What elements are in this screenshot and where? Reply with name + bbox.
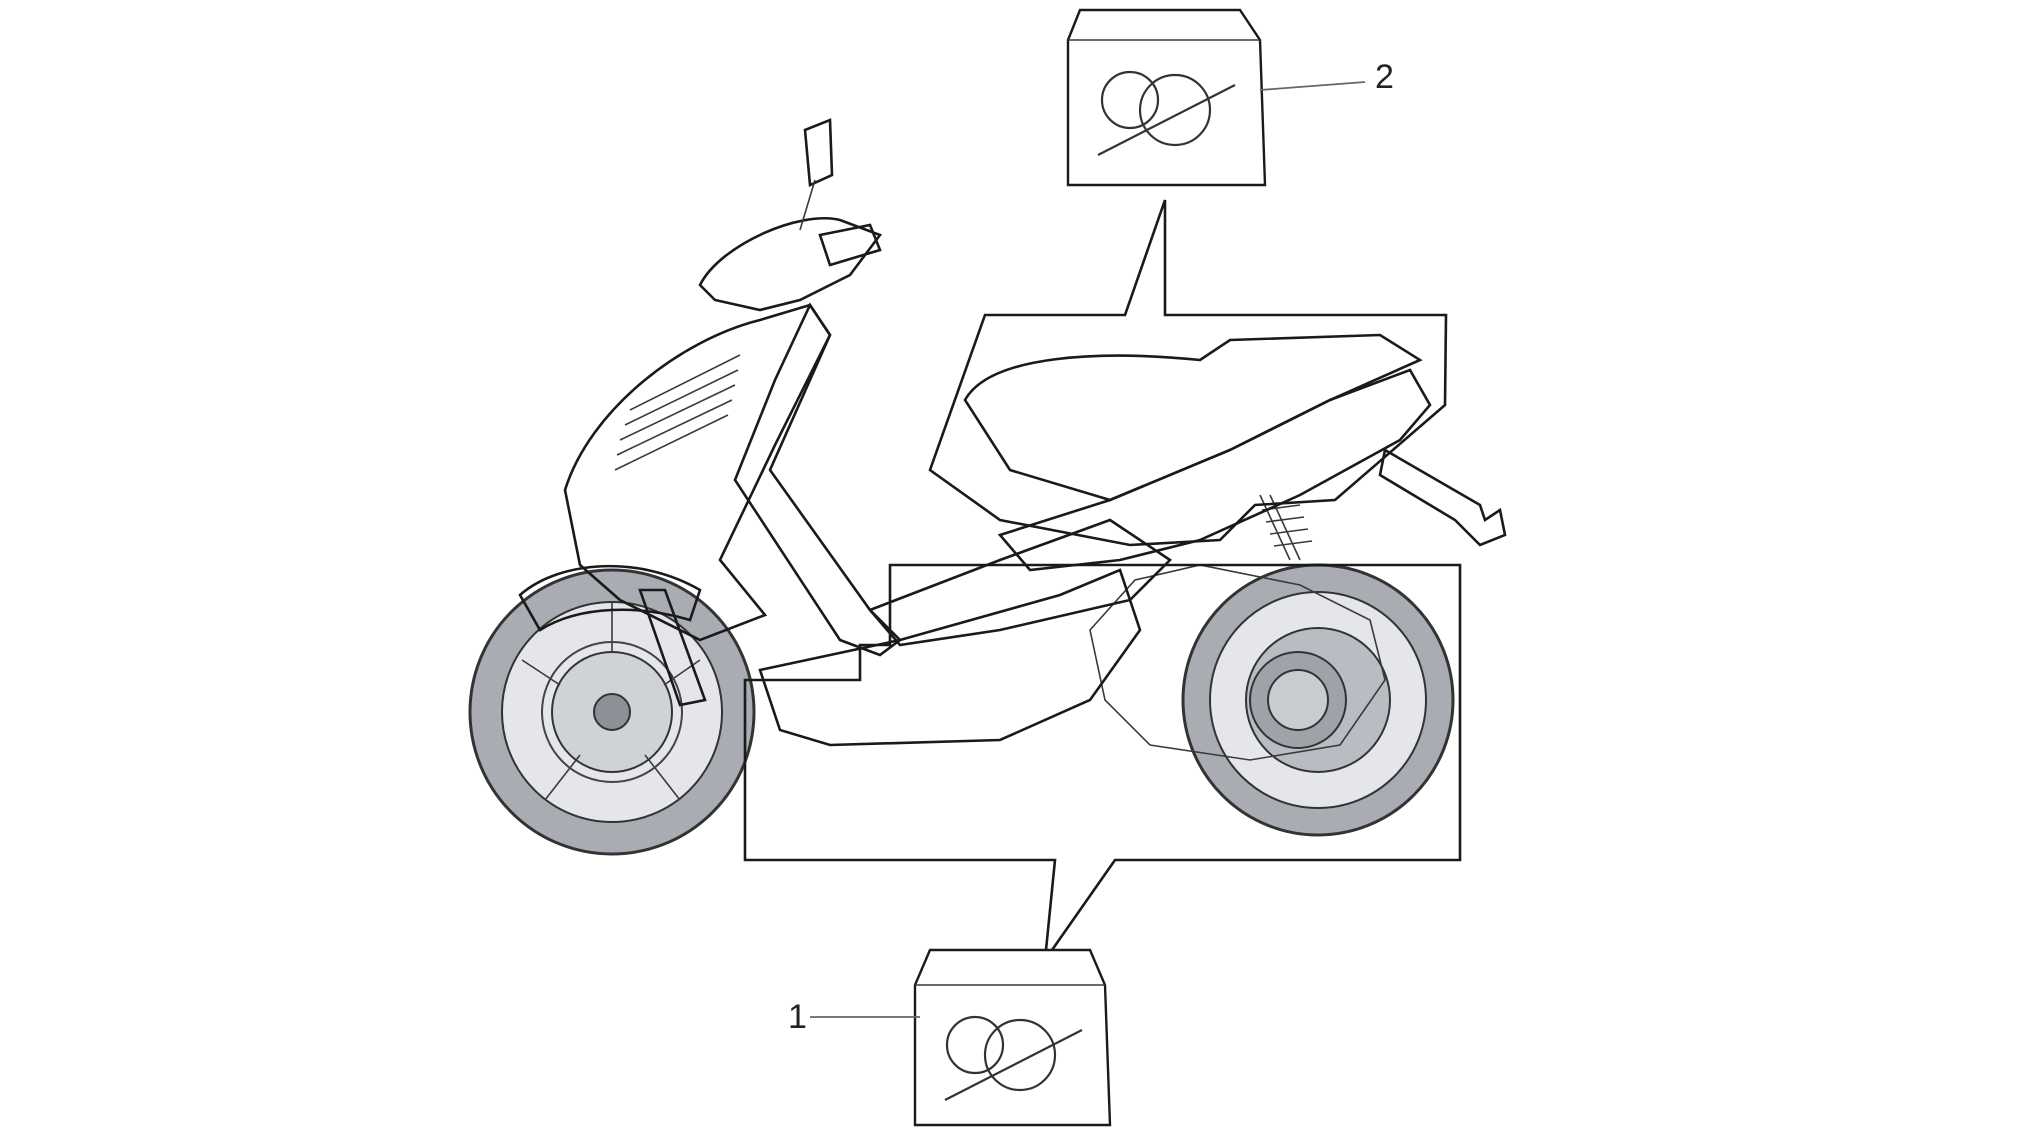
rear-shock <box>1259 494 1313 561</box>
upper-callout-region <box>928 199 1448 547</box>
mirror-stem <box>799 179 816 231</box>
floorboard-side-panel <box>758 568 1142 747</box>
seat <box>963 333 1423 502</box>
mirror <box>803 118 834 187</box>
floor-panel <box>867 518 1173 647</box>
callout-number-1: 1 <box>788 998 807 1036</box>
front-shield-vents <box>614 354 741 471</box>
center-stand <box>1378 447 1507 547</box>
lower-callout-region <box>743 563 1462 965</box>
callout-number-2: 2 <box>1375 58 1394 96</box>
front-mudguard <box>518 564 702 632</box>
engine-cover <box>1089 564 1386 761</box>
leg-shield <box>733 302 902 657</box>
scooter-illustration <box>468 118 1507 856</box>
front-fork <box>638 588 707 707</box>
sticker-kit-upper-icon <box>1066 8 1267 187</box>
front-shield <box>563 303 832 642</box>
front-wheel <box>468 568 756 856</box>
headlight-cowl <box>698 217 883 312</box>
sticker-kit-lower-icon <box>913 948 1112 1127</box>
handlebar-grip <box>818 223 882 267</box>
leader-line-2 <box>1259 81 1366 91</box>
